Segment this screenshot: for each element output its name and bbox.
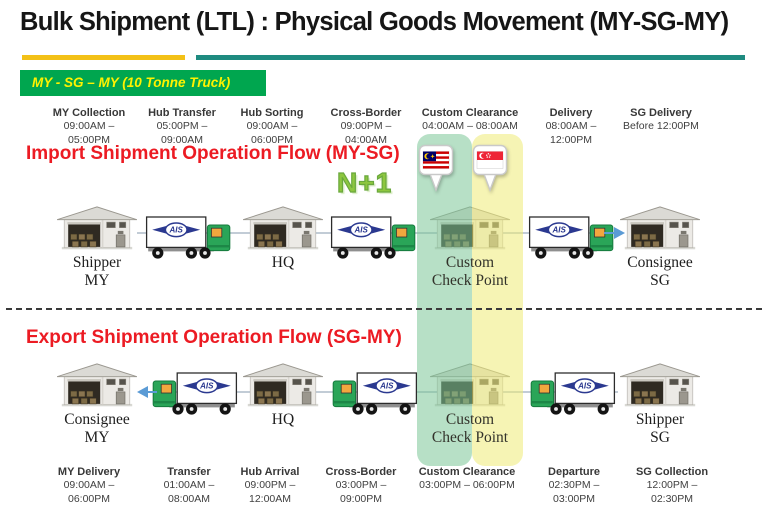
stage-column-transfer: Transfer 01:00AM – 08:00AM: [129, 465, 249, 506]
stage-time: 06:00PM: [250, 133, 294, 146]
warehouse-icon: [57, 206, 137, 250]
node-label-consignee-my: Consignee MY: [64, 411, 130, 446]
truck-logo-label: AIS: [577, 382, 592, 391]
stage-time: 06:00PM: [67, 492, 111, 505]
stage-time: 05:00PM: [67, 133, 111, 146]
truck-logo-label: AIS: [354, 226, 369, 235]
stage-time: 12:00PM: [549, 133, 593, 146]
stage-time: 02:30PM: [650, 492, 694, 505]
truck-icon: AIS: [152, 372, 238, 416]
stage-column-hub-transfer: Hub Transfer 05:00PM – 09:00AM: [122, 106, 242, 147]
stage-time: 12:00PM –: [646, 479, 698, 491]
node-label-consignee-sg: Consignee SG: [627, 254, 693, 289]
stage-time: 08:00AM: [167, 492, 211, 505]
stage-name: Delivery: [549, 107, 593, 119]
truck-icon: AIS: [528, 216, 614, 260]
node-label-custom-check-point-import: Custom Check Point: [431, 254, 509, 289]
stage-time: 04:00AM: [344, 133, 388, 146]
title-underline-yellow: [22, 55, 185, 60]
stage-column-delivery: Delivery 08:00AM – 12:00PM: [511, 106, 631, 147]
page-title: Bulk Shipment (LTL) : Physical Goods Mov…: [20, 8, 729, 36]
stage-name: Cross-Border: [330, 107, 402, 119]
import-heading: Import Shipment Operation Flow (MY-SG): [26, 143, 400, 164]
stage-time: 03:00PM: [552, 492, 596, 505]
stage-time: 09:00PM: [339, 492, 383, 505]
stage-name: SG Delivery: [630, 107, 692, 119]
warehouse-icon: [620, 206, 700, 250]
stage-time: 08:00AM –: [545, 120, 597, 132]
stage-time: 09:00AM: [160, 133, 204, 146]
stage-time: 12:00AM: [248, 492, 292, 505]
node-label-custom-check-point-export: Custom Check Point: [431, 411, 509, 446]
export-arrow-line: [147, 391, 157, 393]
singapore-flag-pin-icon: [472, 144, 508, 191]
export-heading: Export Shipment Operation Flow (SG-MY): [26, 327, 402, 348]
stage-time: 04:00AM – 08:00AM: [422, 120, 518, 132]
truck-logo-label: AIS: [552, 226, 567, 235]
route-banner: MY - SG – MY (10 Tonne Truck): [20, 70, 266, 96]
node-label-shipper-my: Shipper MY: [72, 254, 122, 289]
stage-time: 09:00AM –: [246, 120, 298, 132]
stage-column-my-collection: MY Collection 09:00AM – 05:00PM: [29, 106, 149, 147]
stage-time: 05:00PM –: [156, 120, 208, 132]
truck-icon: AIS: [332, 372, 418, 416]
stage-time: 09:00PM –: [340, 120, 392, 132]
stage-time: 02:30PM –: [548, 479, 600, 491]
warehouse-icon: [620, 363, 700, 407]
truck-logo-label: AIS: [379, 382, 394, 391]
node-label-hq-export: HQ: [271, 411, 295, 428]
stage-column-cross-border-bottom: Cross-Border 03:00PM – 09:00PM: [301, 465, 421, 506]
stage-column-custom-clearance-bottom: Custom Clearance 03:00PM – 06:00PM: [407, 465, 527, 493]
truck-logo-label: AIS: [199, 382, 214, 391]
stage-name: MY Delivery: [57, 466, 121, 478]
n-plus-1-label: N+1: [336, 166, 393, 198]
stage-column-hub-arrival: Hub Arrival 09:00PM – 12:00AM: [210, 465, 330, 506]
stage-name: MY Collection: [52, 107, 126, 119]
flow-arrow-left-icon: [137, 386, 148, 398]
yellow-highlight-band: [472, 134, 523, 466]
stage-time: 01:00AM –: [163, 479, 215, 491]
stage-name: Hub Transfer: [148, 107, 216, 119]
truck-logo-label: AIS: [169, 226, 184, 235]
stage-name: SG Collection: [635, 466, 709, 478]
stage-time: Before 12:00PM: [623, 120, 699, 132]
warehouse-icon: [243, 363, 323, 407]
stage-name: Custom Clearance: [421, 107, 519, 119]
warehouse-icon: [57, 363, 137, 407]
warehouse-icon: [243, 206, 323, 250]
stage-column-cross-border-top: Cross-Border 09:00PM – 04:00AM: [306, 106, 426, 147]
title-underline-teal: [196, 55, 745, 60]
import-arrow-line: [604, 232, 616, 234]
stage-name: Custom Clearance: [418, 466, 516, 478]
stage-name: Departure: [548, 466, 600, 478]
stage-column-hub-sorting: Hub Sorting 09:00AM – 06:00PM: [212, 106, 332, 147]
stage-time: 03:00PM –: [335, 479, 387, 491]
stage-time: 09:00AM –: [63, 120, 115, 132]
stage-name: Hub Sorting: [240, 107, 304, 119]
stage-column-my-delivery: MY Delivery 09:00AM – 06:00PM: [29, 465, 149, 506]
stage-column-departure: Departure 02:30PM – 03:00PM: [514, 465, 634, 506]
flow-arrow-right-icon: [614, 227, 625, 239]
node-label-shipper-sg: Shipper SG: [635, 411, 685, 446]
stage-time: 09:00AM –: [63, 479, 115, 491]
node-label-hq-import: HQ: [271, 254, 295, 271]
green-highlight-band: [417, 134, 472, 466]
dashed-divider: [6, 308, 762, 310]
malaysia-flag-pin-icon: [418, 144, 454, 191]
stage-name: Hub Arrival: [240, 466, 300, 478]
stage-name: Cross-Border: [325, 466, 397, 478]
stage-column-sg-delivery: SG Delivery Before 12:00PM: [601, 106, 721, 134]
stage-name: Transfer: [167, 466, 211, 478]
stage-time: 09:00PM –: [244, 479, 296, 491]
truck-icon: AIS: [530, 372, 616, 416]
stage-time: 03:00PM – 06:00PM: [419, 479, 515, 491]
stage-column-custom-clearance-top: Custom Clearance 04:00AM – 08:00AM: [410, 106, 530, 134]
truck-icon: AIS: [330, 216, 416, 260]
stage-column-sg-collection: SG Collection 12:00PM – 02:30PM: [612, 465, 732, 506]
truck-icon: AIS: [145, 216, 231, 260]
